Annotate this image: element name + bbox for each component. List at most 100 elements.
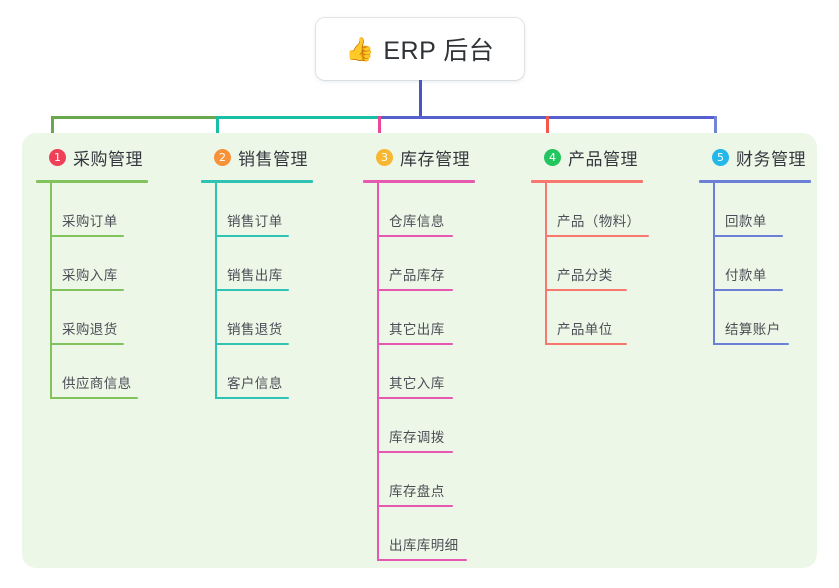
branch-item[interactable]: 客户信息: [201, 345, 313, 399]
branch-item[interactable]: 其它入库: [363, 345, 475, 399]
branch-item[interactable]: 回款单: [699, 183, 811, 237]
branch-badge-5: 5: [712, 148, 729, 166]
branch-badge-1: 1: [49, 148, 66, 166]
branch-item[interactable]: 产品（物料）: [531, 183, 649, 237]
branch-item-underline: [713, 289, 783, 291]
branch-column-5: 5 财务管理回款单付款单结算账户: [699, 139, 811, 345]
thumbs-up-icon: 👍: [345, 35, 375, 62]
branch-item-list-2: 销售订单销售出库销售退货客户信息: [201, 183, 313, 399]
branch-item-underline: [377, 343, 453, 345]
branch-item-underline: [377, 505, 453, 507]
branch-column-1: 1 采购管理采购订单采购入库采购退货供应商信息: [36, 139, 148, 399]
branch-title-3: 库存管理: [400, 149, 470, 169]
branch-item-underline: [377, 559, 467, 561]
branch-item[interactable]: 采购订单: [36, 183, 148, 237]
branch-item[interactable]: 仓库信息: [363, 183, 475, 237]
branch-item-label: 销售订单: [227, 214, 283, 229]
branch-item-list-1: 采购订单采购入库采购退货供应商信息: [36, 183, 148, 399]
branch-item-label: 采购订单: [62, 214, 118, 229]
item-spine-connector: [50, 237, 52, 291]
branch-item-list-4: 产品（物料） 产品分类产品单位: [531, 183, 649, 345]
branch-item[interactable]: 供应商信息: [36, 345, 148, 399]
branch-item-underline: [215, 235, 289, 237]
branch-item[interactable]: 销售订单: [201, 183, 313, 237]
branch-item-label: 产品单位: [557, 322, 613, 337]
branch-column-4: 4 产品管理产品（物料） 产品分类产品单位: [531, 139, 649, 345]
branch-item[interactable]: 产品库存: [363, 237, 475, 291]
branch-item-label: 库存盘点: [389, 484, 445, 499]
branch-item[interactable]: 付款单: [699, 237, 811, 291]
branch-item-underline: [377, 397, 453, 399]
branch-item-label: 产品分类: [557, 268, 613, 283]
branch-item[interactable]: 产品分类: [531, 237, 643, 291]
branch-item[interactable]: 库存盘点: [363, 453, 475, 507]
branch-item-label: 采购退货: [62, 322, 118, 337]
branch-item[interactable]: 采购入库: [36, 237, 148, 291]
branch-item-underline: [545, 343, 627, 345]
branch-item-label: 产品库存: [389, 268, 445, 283]
branch-underline-4: [531, 180, 643, 183]
item-spine-connector: [545, 183, 547, 237]
branch-item-underline: [50, 397, 138, 399]
branch-badge-2: 2: [214, 148, 231, 166]
branch-item-underline: [215, 397, 289, 399]
branch-item[interactable]: 销售退货: [201, 291, 313, 345]
branch-item[interactable]: 销售出库: [201, 237, 313, 291]
item-spine-connector: [377, 183, 379, 237]
branch-item-label: 供应商信息: [62, 376, 132, 391]
branch-item[interactable]: 结算账户: [699, 291, 811, 345]
branch-item-underline: [545, 289, 627, 291]
branch-item-underline: [545, 235, 649, 237]
item-spine-connector: [377, 399, 379, 453]
branch-underline-5: [699, 180, 811, 183]
branch-header-2[interactable]: 2 销售管理: [201, 139, 313, 183]
branch-item[interactable]: 库存调拨: [363, 399, 475, 453]
branch-title-1: 采购管理: [73, 149, 143, 169]
branch-item-label: 销售退货: [227, 322, 283, 337]
branch-column-3: 3 库存管理仓库信息产品库存其它出库其它入库库存调拨库存盘点出库库明细: [363, 139, 475, 561]
root-node[interactable]: 👍 ERP 后台: [316, 18, 524, 80]
branch-item-underline: [215, 343, 289, 345]
branch-badge-4: 4: [544, 148, 561, 166]
branch-item[interactable]: 采购退货: [36, 291, 148, 345]
branch-item-label: 结算账户: [725, 322, 781, 337]
branch-item[interactable]: 产品单位: [531, 291, 643, 345]
content-panel: [22, 133, 817, 568]
branch-item-label: 回款单: [725, 214, 767, 229]
branch-item-label: 库存调拨: [389, 430, 445, 445]
branch-item-label: 产品（物料）: [557, 214, 641, 229]
branch-header-5[interactable]: 5 财务管理: [699, 139, 811, 183]
branch-underline-3: [363, 180, 475, 183]
trunk-segment-green: [51, 116, 219, 119]
branch-header-4[interactable]: 4 产品管理: [531, 139, 643, 183]
item-spine-connector: [215, 237, 217, 291]
branch-title-5: 财务管理: [736, 149, 806, 169]
branch-title-2: 销售管理: [238, 149, 308, 169]
item-spine-connector: [545, 237, 547, 291]
branch-item-underline: [713, 235, 783, 237]
item-spine-connector: [215, 345, 217, 399]
branch-item-label: 付款单: [725, 268, 767, 283]
item-spine-connector: [377, 453, 379, 507]
branch-item[interactable]: 出库库明细: [363, 507, 475, 561]
branch-item-underline: [50, 289, 124, 291]
branch-item-label: 仓库信息: [389, 214, 445, 229]
branch-item-underline: [50, 343, 124, 345]
branch-title-4: 产品管理: [568, 149, 638, 169]
item-spine-connector: [377, 345, 379, 399]
trunk-segment-teal: [216, 116, 381, 119]
branch-item-list-5: 回款单付款单结算账户: [699, 183, 811, 345]
item-spine-connector: [215, 291, 217, 345]
branch-item-underline: [215, 289, 289, 291]
branch-badge-3: 3: [376, 148, 393, 166]
branch-item-underline: [377, 235, 453, 237]
branch-header-1[interactable]: 1 采购管理: [36, 139, 148, 183]
branch-underline-1: [36, 180, 148, 183]
item-spine-connector: [50, 183, 52, 237]
branch-item-label: 其它出库: [389, 322, 445, 337]
branch-header-3[interactable]: 3 库存管理: [363, 139, 475, 183]
branch-item-underline: [50, 235, 124, 237]
branch-item[interactable]: 其它出库: [363, 291, 475, 345]
branch-item-label: 出库库明细: [389, 538, 459, 553]
branch-item-label: 采购入库: [62, 268, 118, 283]
